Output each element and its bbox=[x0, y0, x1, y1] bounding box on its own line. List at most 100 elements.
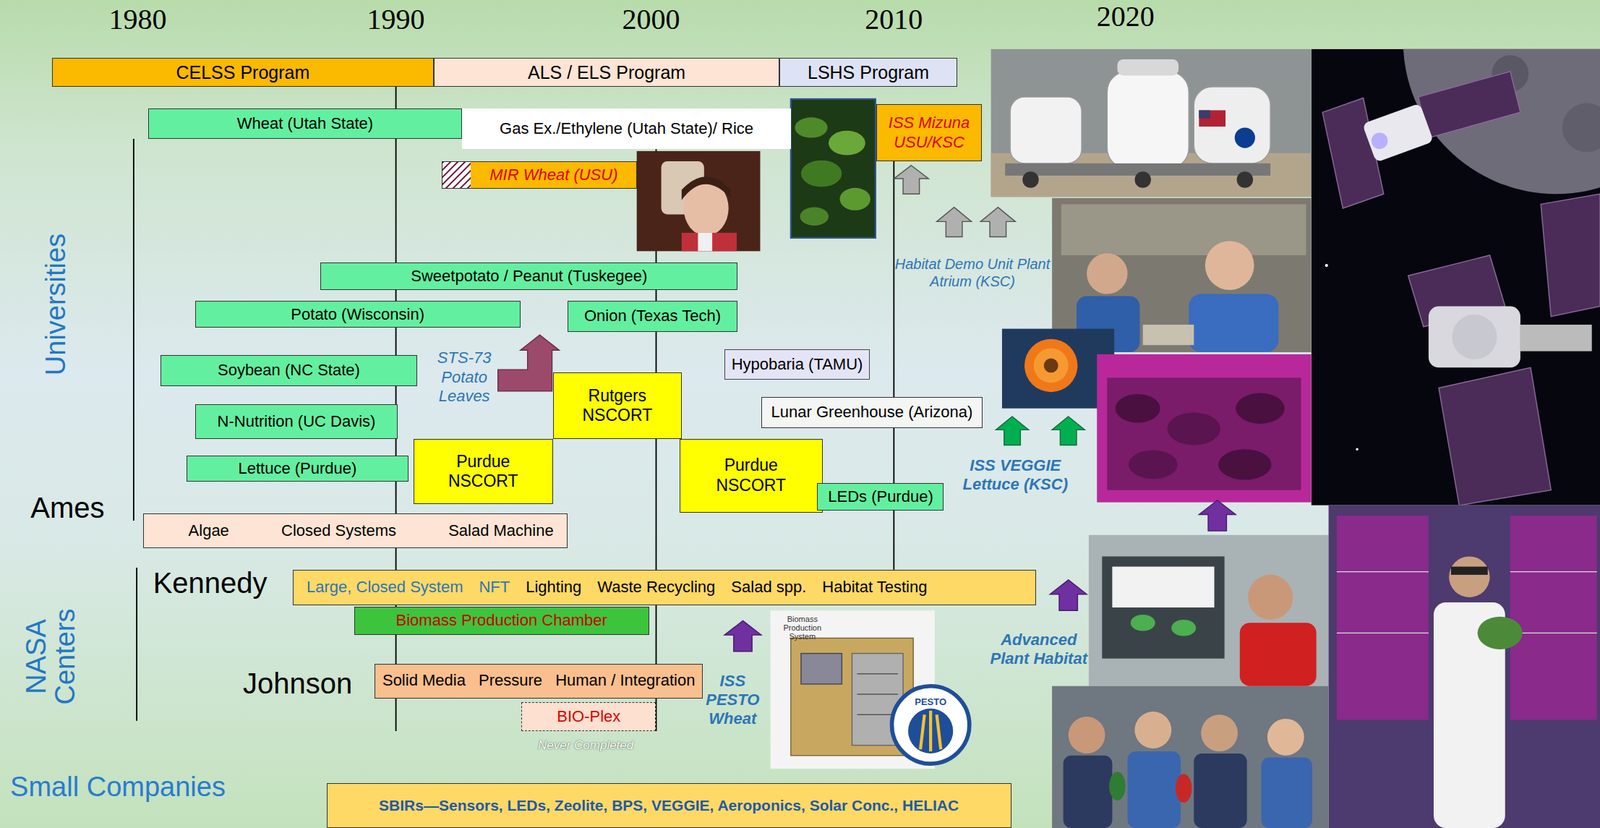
crew-photo bbox=[1061, 203, 1307, 256]
box-text: Lighting bbox=[525, 577, 582, 597]
block-arrow bbox=[1051, 416, 1085, 446]
habitat-photo bbox=[1193, 86, 1271, 164]
row-label: Kennedy bbox=[153, 565, 268, 601]
mir-photo bbox=[681, 232, 737, 251]
peppers-photo bbox=[1127, 751, 1181, 828]
aph-photo bbox=[1171, 619, 1196, 637]
block-arrow bbox=[980, 207, 1016, 238]
block-arrow bbox=[724, 620, 762, 651]
flight-box: ISS Mizuna USU/KSC bbox=[876, 104, 982, 162]
lab-photo bbox=[1510, 515, 1598, 720]
box-text: Lettuce (Purdue) bbox=[237, 459, 357, 478]
gateway-photo bbox=[1562, 103, 1600, 153]
peppers-photo bbox=[1267, 718, 1305, 756]
peppers-photo bbox=[1134, 711, 1172, 749]
veggie-photo bbox=[1167, 412, 1221, 445]
gateway-photo bbox=[1371, 133, 1389, 150]
box-text: Human / Integration bbox=[555, 670, 695, 690]
veggie-photo bbox=[1106, 377, 1301, 490]
mir-photo bbox=[681, 176, 731, 200]
lab-photo bbox=[1336, 632, 1429, 634]
gateway-photo bbox=[1451, 314, 1497, 360]
year-label: 2010 bbox=[864, 2, 923, 37]
program-bar: ALS / ELS Program bbox=[433, 57, 780, 87]
habitat-photo bbox=[1237, 171, 1254, 188]
gateway-photo bbox=[1520, 324, 1593, 352]
logo-text: PESTO bbox=[914, 696, 947, 709]
bent-arrow bbox=[498, 334, 560, 392]
center-box: Purdue NSCORT bbox=[413, 438, 554, 504]
row-label: Ames bbox=[30, 490, 105, 525]
habitat-photo bbox=[990, 49, 1311, 198]
box-text: Sweetpotato / Peanut (Tuskegee) bbox=[410, 266, 648, 286]
plant-photo bbox=[800, 207, 830, 226]
habitat-photo bbox=[1198, 109, 1226, 127]
gateway-photo bbox=[1418, 71, 1521, 139]
program-bar: CELSS Program bbox=[52, 57, 434, 87]
veggie-photo bbox=[1096, 354, 1311, 503]
peppers-photo bbox=[1109, 771, 1126, 801]
block-arrow bbox=[937, 207, 972, 238]
plant-photo bbox=[794, 117, 828, 138]
mir-photo bbox=[697, 232, 713, 251]
veggie-photo bbox=[1218, 448, 1272, 480]
chamber-bar: Biomass Production Chamber bbox=[354, 606, 650, 636]
flight-bar: MIR Wheat (USU) bbox=[441, 161, 637, 189]
year-label: 2000 bbox=[621, 2, 680, 37]
peppers-photo bbox=[1068, 716, 1106, 754]
box-text: Lunar Greenhouse (Arizona) bbox=[771, 402, 974, 422]
status-note: Never Completed bbox=[537, 737, 634, 752]
gateway-photo bbox=[1355, 448, 1358, 451]
research-bar: Potato (Wisconsin) bbox=[195, 300, 521, 328]
block-arrow bbox=[995, 416, 1085, 446]
aph-photo bbox=[1111, 566, 1214, 608]
box-text: Waste Recycling bbox=[597, 577, 716, 597]
gateway-photo bbox=[1362, 103, 1434, 163]
box-text: Gas Ex./Ethylene (Utah State)/ Rice bbox=[499, 119, 754, 139]
lab-photo bbox=[1336, 571, 1429, 572]
mir-photo bbox=[636, 151, 761, 251]
box-text: ALS / ELS Program bbox=[527, 61, 686, 84]
lab-photo bbox=[1328, 505, 1600, 828]
box-text: SBIRs—Sensors, LEDs, Zeolite, BPS, VEGGI… bbox=[378, 796, 959, 815]
lab-photo bbox=[1328, 505, 1600, 828]
peppers-photo bbox=[1063, 755, 1113, 828]
box-text: Hypobaria (TAMU) bbox=[731, 354, 864, 374]
photo-caption: Biomass Production System bbox=[773, 614, 832, 641]
peppers-photo bbox=[1051, 686, 1329, 828]
group-label: Universities bbox=[39, 233, 74, 376]
veggie-photo bbox=[1235, 393, 1285, 424]
peppers-photo bbox=[1260, 757, 1313, 828]
veggie-photo bbox=[1128, 450, 1178, 480]
habitat-photo bbox=[1117, 59, 1179, 76]
crew-photo bbox=[1143, 324, 1195, 345]
research-bar: Onion (Texas Tech) bbox=[567, 300, 739, 332]
year-label: 1980 bbox=[109, 2, 168, 37]
peppers-photo bbox=[1193, 753, 1247, 828]
plant-photo bbox=[828, 130, 866, 156]
center-box: Rutgers NSCORT bbox=[553, 372, 682, 439]
block-arrow bbox=[1198, 500, 1236, 531]
plant-photo bbox=[840, 187, 871, 211]
research-bar: Wheat (Utah State) bbox=[148, 108, 463, 139]
lab-photo bbox=[1336, 515, 1429, 720]
box-text: Purdue NSCORT bbox=[439, 451, 527, 492]
lab-photo bbox=[1477, 616, 1523, 650]
box-text: ISS Mizuna USU/KSC bbox=[882, 113, 975, 152]
research-bar: Hypobaria (TAMU) bbox=[724, 349, 870, 380]
block-arrow bbox=[995, 416, 1029, 446]
box-text: Rutgers NSCORT bbox=[574, 386, 661, 426]
research-bar: N-Nutrition (UC Davis) bbox=[195, 404, 399, 439]
unfinished-bar: BIO-Plex bbox=[521, 702, 656, 731]
box-text: Onion (Texas Tech) bbox=[584, 306, 721, 326]
program-bar: LSHS Program bbox=[779, 57, 958, 87]
box-text: Wheat (Utah State) bbox=[237, 114, 374, 134]
box-text: Algae bbox=[188, 521, 230, 541]
johnson-bar: Solid MediaPressureHuman / Integration bbox=[374, 663, 703, 699]
box-text: Potato (Wisconsin) bbox=[290, 305, 425, 324]
box-text: MIR Wheat (USU) bbox=[489, 165, 618, 185]
pesto-logo bbox=[892, 686, 970, 764]
research-bar: Lettuce (Purdue) bbox=[186, 455, 408, 483]
zinnia-photo bbox=[1044, 358, 1059, 374]
timeline-line bbox=[133, 138, 135, 521]
